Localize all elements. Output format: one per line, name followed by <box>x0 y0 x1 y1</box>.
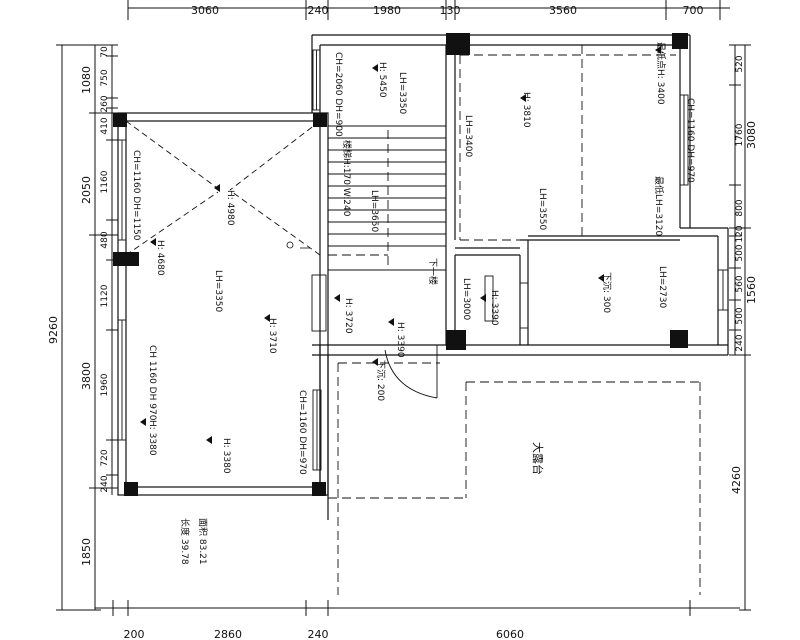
dim-bottom-1: 200 <box>124 628 145 640</box>
label-ch1160-bl: CH 1160 DH 970 <box>147 345 157 421</box>
dim-top-2: 240 <box>308 4 329 17</box>
dim-right-3: 4260 <box>730 466 743 494</box>
label-h4680: H: 4680 <box>155 240 165 276</box>
label-h3810: H: 3810 <box>521 92 531 128</box>
dim-left-2: 2050 <box>80 176 93 204</box>
dim-left-inner-3: 260 <box>100 95 110 112</box>
windows <box>117 49 729 471</box>
dim-top-1: 3060 <box>191 4 219 17</box>
label-h3390b: H: 3390 <box>395 322 405 358</box>
label-h3400: 最低点H: 3400 <box>655 42 667 105</box>
label-lh3550: LH=3550 <box>537 188 547 231</box>
dim-right-2: 1560 <box>745 276 758 304</box>
dim-left-inner-9: 720 <box>100 449 110 466</box>
dim-left-total: 9260 <box>47 316 60 344</box>
dim-left-3: 3800 <box>80 362 93 390</box>
dim-top-3: 1980 <box>373 4 401 17</box>
dim-right-inner-2: 1760 <box>735 123 745 146</box>
label-terrace: 大露台 <box>531 442 545 475</box>
label-lowest-lh: 最低LH=3120 <box>653 176 665 237</box>
door-swing <box>384 345 438 399</box>
label-ch1160-c: CH=1160 DH=970 <box>297 390 307 475</box>
dim-left-inner-10: 240 <box>100 475 110 492</box>
dim-bottom-2: 2860 <box>214 628 242 640</box>
label-lh3650: LH=3650 <box>369 190 379 233</box>
label-length: 长度 39.78 <box>179 518 191 565</box>
dim-right-inner-3: 800 <box>735 199 745 216</box>
label-lh2730: LH=2730 <box>657 266 667 309</box>
dim-left-inner-6: 480 <box>100 231 110 248</box>
dim-left-4: 1850 <box>80 538 93 566</box>
dim-right-inner-6: 560 <box>735 275 745 292</box>
dim-bottom-3: 240 <box>308 628 329 640</box>
dim-right-inner-8: 240 <box>735 334 745 351</box>
dim-right-inner-1: 520 <box>735 55 745 72</box>
label-ch1160-tr: CH=1160 DH=970 <box>685 98 695 183</box>
label-h3710: H: 3710 <box>267 318 277 354</box>
dim-left-inner-1: 70 <box>100 46 110 58</box>
label-h3390a: H: 3390 <box>489 290 499 326</box>
label-h4980: H: 4980 <box>225 190 235 226</box>
dim-left-1: 1080 <box>80 66 93 94</box>
dim-right-inner-4: 120 <box>735 225 745 242</box>
label-sink200: 下沉: 200 <box>375 360 386 401</box>
label-h3380a: H: 3380 <box>147 420 157 456</box>
markers <box>140 46 661 444</box>
label-lh3350-l: LH=3350 <box>213 270 223 313</box>
dim-left-inner-8: 1960 <box>100 373 110 396</box>
label-lh3400: LH=3400 <box>463 115 473 158</box>
dim-left-inner-7: 1120 <box>100 284 110 307</box>
columns <box>113 33 688 496</box>
dim-right-1: 3080 <box>745 121 758 149</box>
label-ch1160-l: CH=1160 DH=1150 <box>131 150 141 241</box>
label-area: 面积 83.21 <box>197 518 209 565</box>
dim-top-6: 700 <box>683 4 704 17</box>
dashed-lines <box>125 45 701 595</box>
stair-start-marker <box>286 241 294 249</box>
dim-bottom-4: 6060 <box>496 628 524 640</box>
label-stair-spec: 楼梯H:170 W:240 <box>341 140 353 217</box>
label-lh3000: LH=3000 <box>461 278 471 321</box>
label-h3380b: H: 3380 <box>221 438 231 474</box>
stairs <box>327 113 446 271</box>
label-down-one: 下一楼 <box>427 258 439 285</box>
dim-right-inner-7: 500 <box>735 307 745 324</box>
dim-left-inner-4: 410 <box>100 117 110 134</box>
label-lh3350: LH=3350 <box>397 72 407 115</box>
dim-top-4: 130 <box>440 4 461 17</box>
label-sink300: 下沉: 300 <box>601 272 612 313</box>
dim-left-inner-5: 1160 <box>100 170 110 193</box>
dim-right-inner-5: 500 <box>735 244 745 261</box>
dim-left-inner-2: 750 <box>100 69 110 86</box>
dim-top-5: 3560 <box>549 4 577 17</box>
label-h3720: H: 3720 <box>343 298 353 334</box>
label-h5450: H: 5450 <box>377 62 387 98</box>
walls <box>117 34 729 520</box>
label-ch2060: CH=2060 DH=900 <box>333 52 343 137</box>
